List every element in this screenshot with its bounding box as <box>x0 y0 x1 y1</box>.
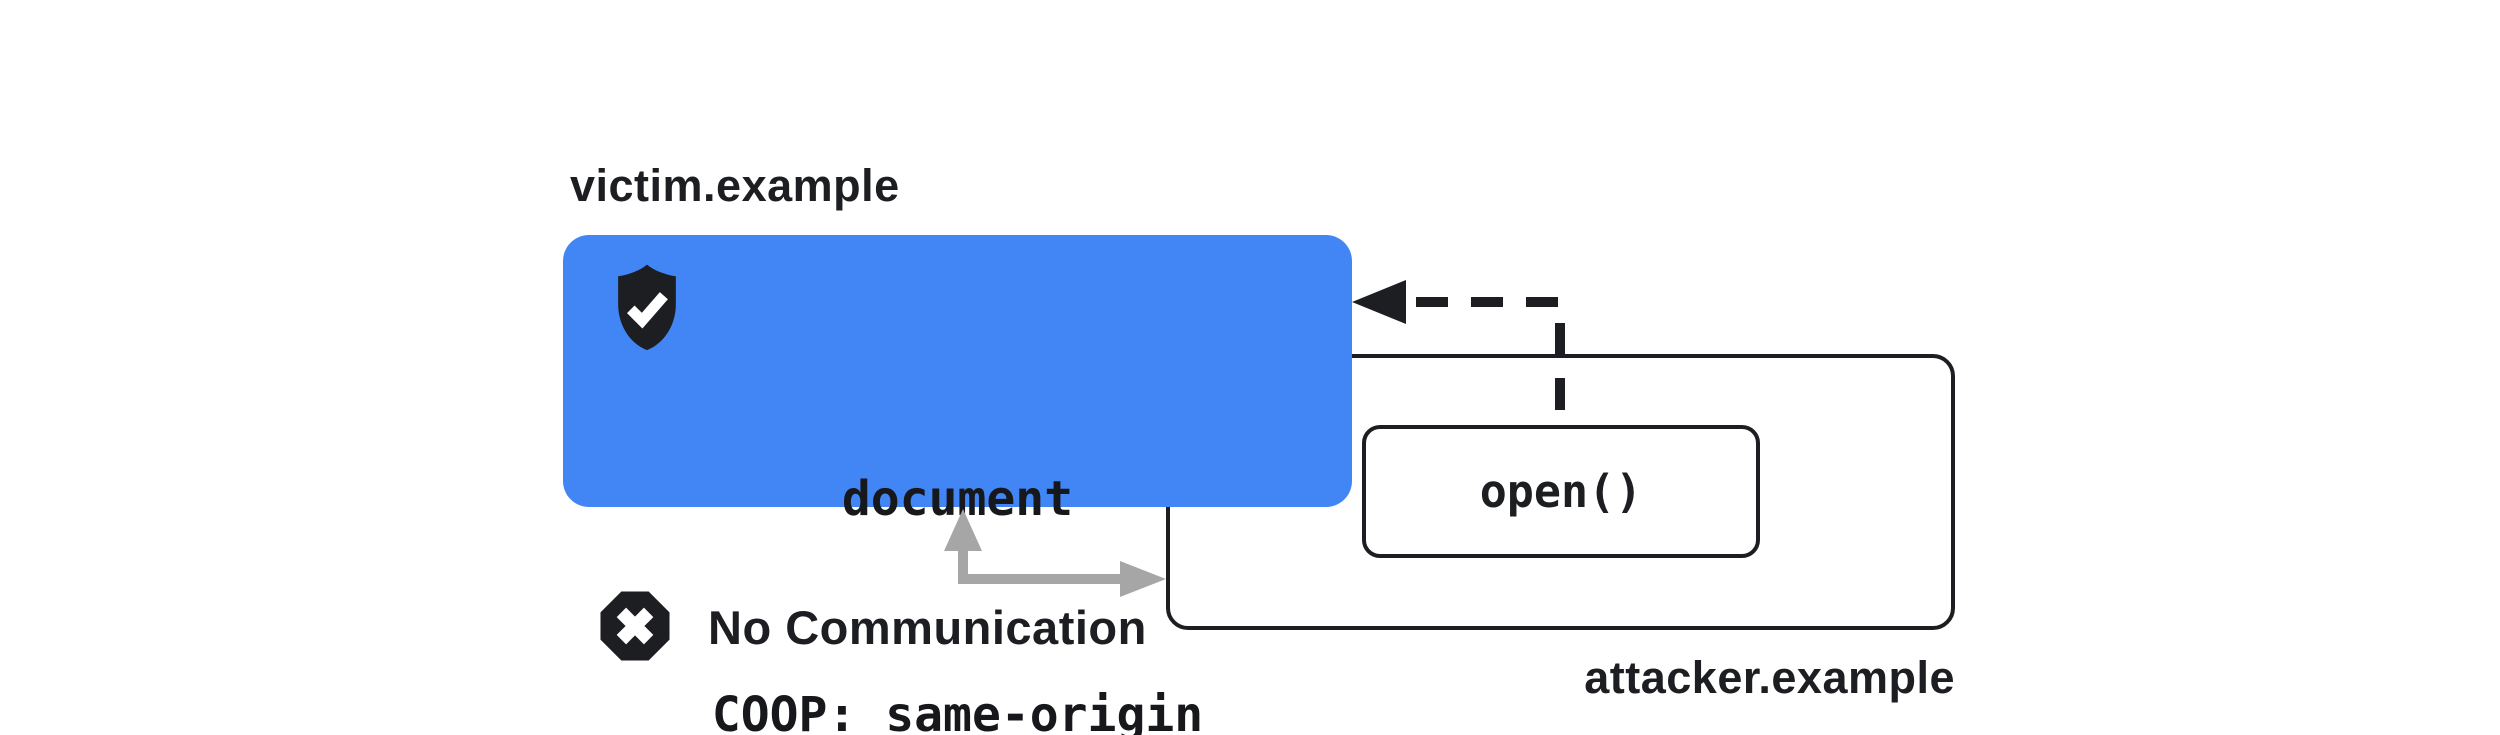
victim-domain-label: victim.example <box>570 160 900 211</box>
no-communication-label: No Communication <box>708 601 1147 654</box>
open-call-box: open() <box>1362 425 1760 558</box>
attacker-domain-label: attacker.example <box>1584 652 1955 703</box>
victim-card-title: document <box>841 471 1074 527</box>
victim-card-text: document COOP: same-origin <box>563 319 1352 735</box>
shield-check-icon <box>618 264 676 351</box>
octagon-x-icon <box>600 591 670 661</box>
victim-document-card: document COOP: same-origin <box>563 235 1352 735</box>
victim-card-coop-header: COOP: same-origin <box>711 687 1204 735</box>
open-call-label: open() <box>1479 465 1643 518</box>
